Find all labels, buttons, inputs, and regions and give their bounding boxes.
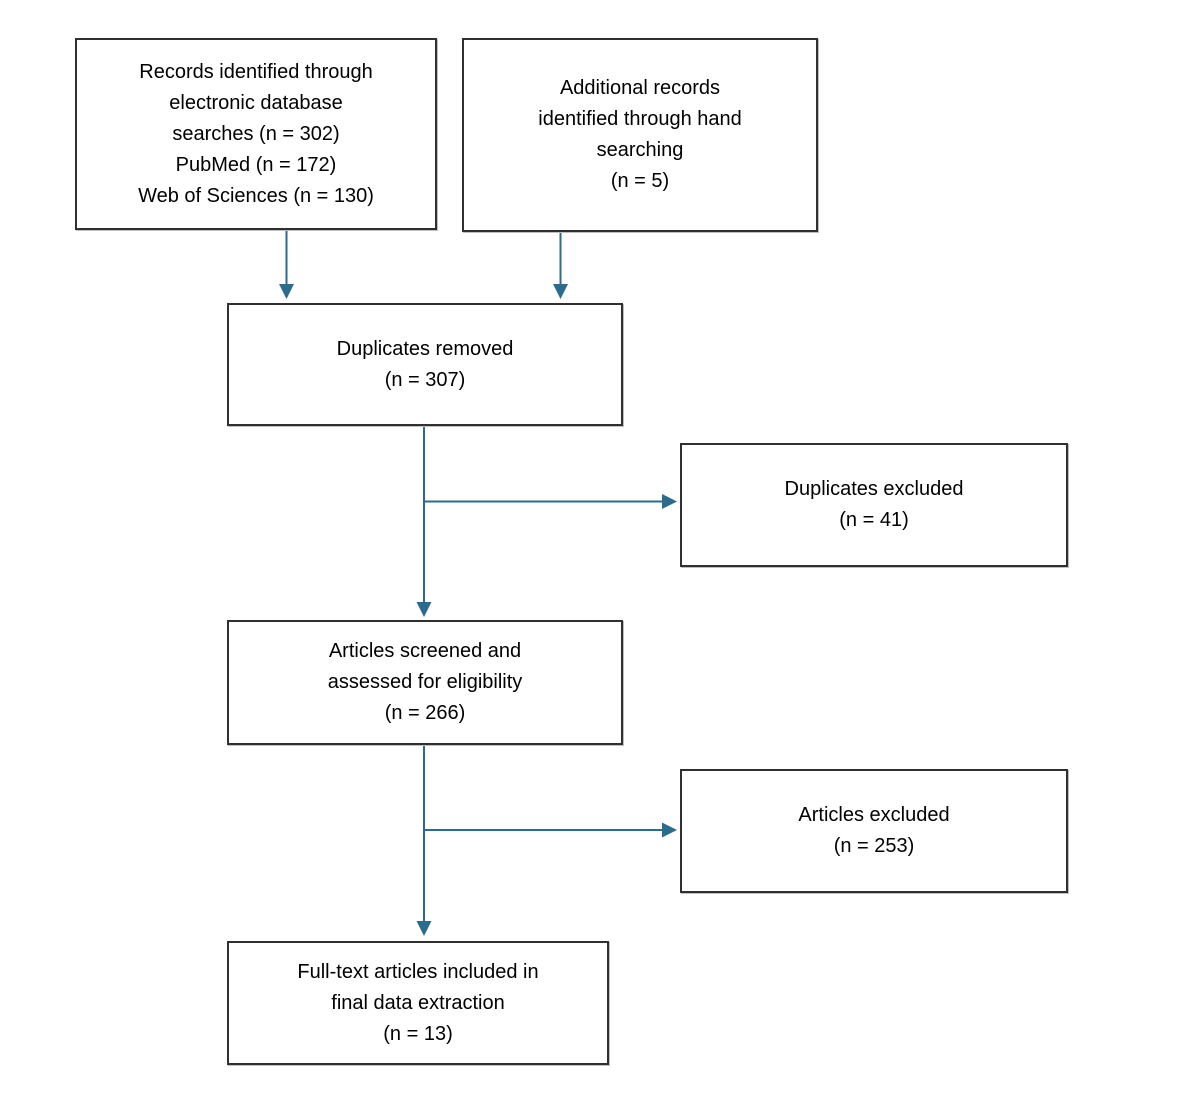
node-text-line: Duplicates removed: [336, 337, 514, 360]
node-text-line: identified through hand: [538, 108, 742, 130]
node-text-line: Full-text articles included in: [297, 960, 539, 983]
node-text-line: (n = 253): [833, 835, 915, 857]
node-duplicates-removed: Duplicates removed (n = 307): [227, 303, 623, 426]
node-text-line: Articles excluded: [798, 804, 950, 826]
node-articles-screened: Articles screened and assessed for eligi…: [227, 620, 623, 745]
node-text-line: final data extraction: [331, 991, 505, 1014]
node-text-line: searches (n = 302): [172, 122, 340, 145]
node-text-line: (n = 266): [384, 702, 466, 724]
arrow-records-hand-to-duplicates-removed: [553, 233, 568, 299]
node-text-line: electronic database: [169, 91, 343, 114]
node-text-line: Articles screened and: [328, 640, 522, 662]
node-text-line: assessed for eligibility: [327, 671, 523, 693]
node-text-line: (n = 5): [610, 170, 670, 192]
node-articles-excluded: Articles excluded (n = 253): [680, 769, 1068, 893]
node-text-line: (n = 13): [383, 1022, 453, 1045]
node-text-line: Web of Sciences (n = 130): [138, 184, 374, 207]
arrow-duplicates-removed-to-articles-screened: [416, 427, 432, 617]
node-duplicates-excluded: Duplicates excluded (n = 41): [680, 443, 1068, 567]
arrow-articles-screened-to-full-text: [416, 746, 432, 936]
node-text-line: PubMed (n = 172): [175, 153, 337, 176]
arrow-branch-to-articles-excluded: [424, 822, 677, 838]
arrow-branch-to-duplicates-excluded: [424, 494, 677, 509]
node-text-line: (n = 41): [839, 509, 909, 531]
node-additional-records-hand-searching: Additional records identified through ha…: [462, 38, 818, 232]
node-full-text-included: Full-text articles included in final dat…: [227, 941, 609, 1065]
node-text-line: Duplicates excluded: [784, 478, 964, 500]
node-text-line: Records identified through: [139, 60, 373, 83]
node-records-identified-database: Records identified through electronic da…: [75, 38, 437, 230]
node-text-line: Additional records: [559, 77, 721, 99]
arrow-records-database-to-duplicates-removed: [279, 231, 294, 299]
node-text-line: searching: [596, 139, 684, 161]
node-text-line: (n = 307): [384, 368, 466, 391]
